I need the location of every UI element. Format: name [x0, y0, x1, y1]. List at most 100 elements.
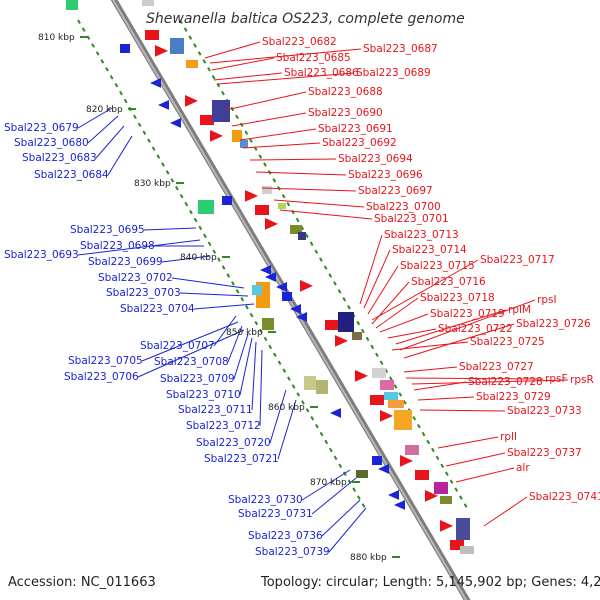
leader-line — [259, 349, 263, 427]
gene-arrow — [210, 130, 223, 142]
leader-line — [375, 297, 419, 329]
gene-feature — [338, 312, 354, 332]
gene-arrow — [296, 312, 307, 322]
gene-feature — [356, 470, 368, 478]
leader-line — [371, 259, 479, 321]
gene-feature — [405, 445, 419, 455]
scale-label: 850 kbp — [226, 328, 263, 338]
gene-label-reverse: Sbal223_0684 — [34, 169, 109, 181]
gene-label-forward: rplI — [500, 431, 517, 443]
scale-tick — [324, 439, 329, 445]
leader-line — [279, 209, 373, 220]
scale-tick — [342, 297, 347, 302]
leader-line — [403, 366, 458, 373]
gene-feature — [316, 380, 328, 394]
leader-line — [328, 507, 367, 553]
scale-tick — [291, 384, 296, 389]
gene-label-reverse: Sbal223_0736 — [248, 530, 323, 542]
scale-tick — [281, 193, 286, 199]
scale-tick — [333, 455, 338, 461]
gene-feature — [198, 200, 214, 214]
leader-line — [455, 467, 515, 483]
gene-feature — [142, 0, 154, 6]
scale-tick — [277, 360, 282, 365]
gene-arrow — [155, 45, 168, 57]
gene-label-reverse: Sbal223_0705 — [68, 355, 143, 367]
scale-tick — [365, 336, 370, 342]
gene-label-reverse: Sbal223_0710 — [166, 389, 241, 401]
scale-tick — [249, 138, 253, 143]
leader-line — [311, 477, 357, 515]
gene-label-reverse: Sbal223_0709 — [160, 373, 235, 385]
scale-tick — [123, 98, 128, 104]
leader-line — [403, 323, 515, 359]
scale-tick — [179, 193, 184, 199]
scale-tick — [221, 265, 226, 270]
scale-tick — [310, 416, 315, 421]
scale-tick — [156, 154, 161, 159]
scale-tick — [235, 114, 239, 120]
scale-tick — [272, 178, 277, 183]
leader-line — [387, 328, 437, 339]
scale-tick — [431, 447, 435, 453]
gene-arrow — [185, 95, 198, 107]
scale-tick — [211, 75, 216, 80]
leader-line — [141, 321, 239, 362]
gene-label-forward: rpsR — [570, 374, 594, 386]
leader-line — [363, 249, 391, 309]
scale-tick — [329, 447, 333, 453]
scale-tick — [319, 257, 323, 262]
scale-tick — [114, 82, 119, 88]
scale-tick — [175, 186, 179, 191]
leader-line — [213, 72, 283, 81]
gene-arrow — [335, 335, 348, 347]
gene-label-reverse: Sbal223_0695 — [70, 224, 145, 236]
gene-feature — [212, 100, 230, 122]
scale-tick — [282, 368, 287, 373]
gene-feature — [120, 44, 130, 53]
gene-arrow — [388, 490, 399, 500]
gene-arrow — [380, 410, 393, 422]
scale-tick — [244, 130, 249, 135]
gene-feature — [372, 368, 386, 378]
leader-line — [417, 396, 475, 401]
leader-line — [171, 277, 245, 289]
gene-label-forward: Sbal223_0690 — [308, 107, 383, 119]
gene-feature — [290, 225, 302, 234]
gene-feature — [388, 400, 404, 408]
gene-label-reverse: Sbal223_0703 — [106, 287, 181, 299]
gene-label-forward: Sbal223_0741 — [529, 491, 600, 503]
gene-label-forward: Sbal223_0714 — [392, 244, 467, 256]
gene-arrow — [440, 520, 453, 532]
gene-label-reverse: Sbal223_0698 — [80, 240, 155, 252]
gene-feature — [304, 376, 316, 390]
gene-label-forward: alr — [516, 462, 530, 474]
gene-label-forward: Sbal223_0689 — [356, 67, 431, 79]
gene-label-forward: Sbal223_0687 — [363, 43, 438, 55]
scale-tick — [361, 503, 366, 508]
gene-feature — [372, 456, 382, 465]
gene-label-forward: Sbal223_0727 — [459, 361, 534, 373]
label-leader-lines — [77, 41, 569, 553]
scale-label: 810 kbp — [38, 33, 75, 43]
gene-arrow — [158, 100, 169, 110]
leader-line — [395, 309, 507, 345]
leader-line — [261, 187, 357, 192]
leader-line — [445, 452, 506, 467]
gene-label-reverse: Sbal223_0683 — [22, 152, 97, 164]
leader-line — [217, 72, 355, 85]
scale-tick — [357, 495, 361, 500]
scale-label: 870 kbp — [310, 478, 347, 488]
gene-label-reverse: Sbal223_0704 — [120, 303, 195, 315]
scale-tick — [193, 217, 198, 223]
gene-arrow — [265, 272, 276, 282]
gene-label-forward: Sbal223_0718 — [420, 292, 495, 304]
scale-tick — [188, 35, 193, 40]
leader-line — [211, 57, 275, 71]
scale-tick — [161, 162, 165, 167]
scale-tick — [100, 59, 105, 64]
scale-tick — [109, 75, 114, 80]
gene-feature — [200, 115, 214, 125]
scale-tick — [259, 328, 263, 334]
leader-line — [419, 409, 506, 412]
